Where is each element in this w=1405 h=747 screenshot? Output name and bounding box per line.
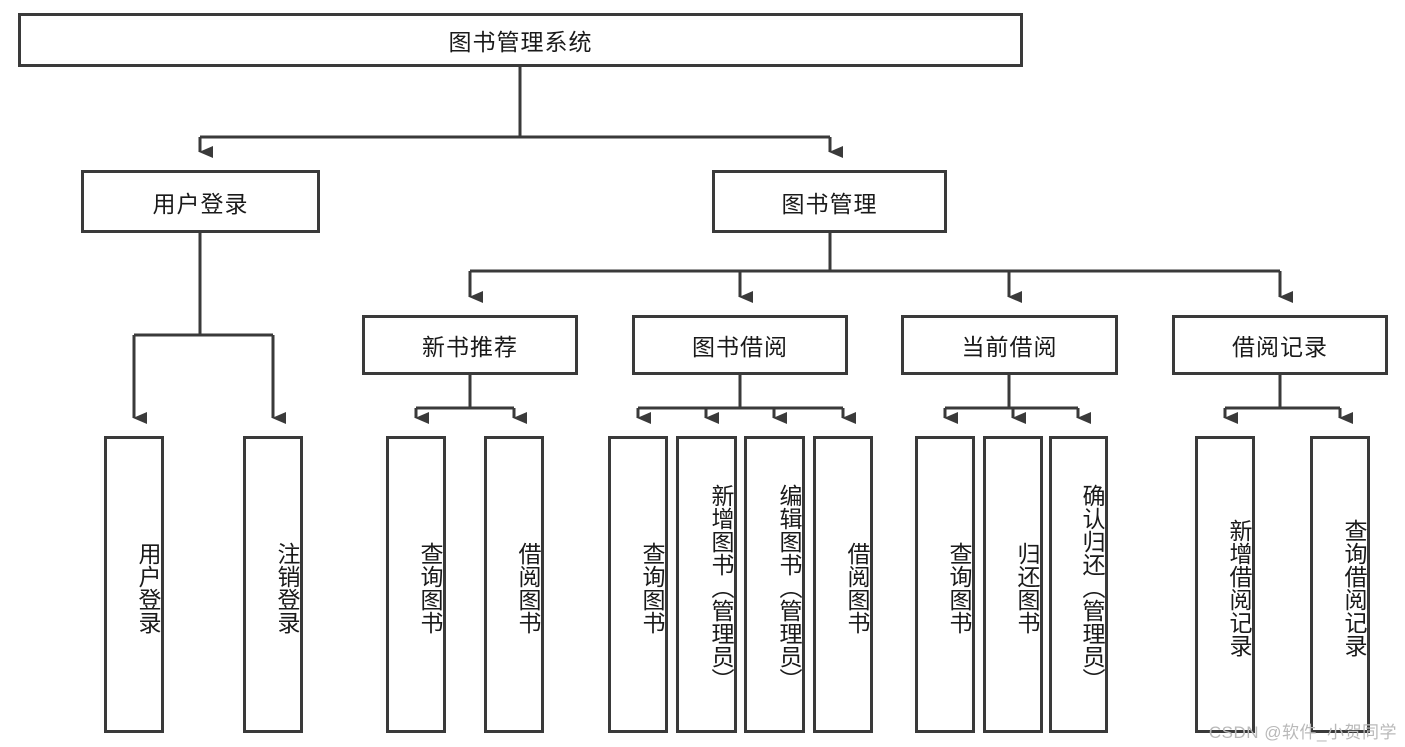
node-borrow-record[interactable]: 借阅记录 (1172, 315, 1388, 375)
node-leaf-borrow-borrow-book[interactable]: 借阅图书 (813, 436, 873, 733)
node-leaf-record-query[interactable]: 查询借阅记录 (1310, 436, 1370, 733)
node-label: 新增图书（管理员） (708, 484, 734, 691)
watermark: CSDN @软件_小贺同学 (1208, 723, 1397, 742)
node-new-book-rec[interactable]: 新书推荐 (362, 315, 578, 375)
node-leaf-borrow-query-book[interactable]: 查询图书 (608, 436, 668, 733)
node-label: 查询借阅记录 (1341, 518, 1367, 657)
node-label: 查询图书 (639, 541, 665, 634)
node-leaf-current-query-book[interactable]: 查询图书 (915, 436, 975, 733)
node-label: 查询图书 (946, 541, 972, 634)
node-label: 确认归还（管理员） (1079, 484, 1105, 691)
node-label: 用户登录 (152, 190, 249, 217)
node-label: 新书推荐 (422, 334, 518, 360)
node-label: 借阅记录 (1232, 334, 1328, 360)
node-leaf-borrow-edit-book[interactable]: 编辑图书（管理员） (744, 436, 805, 733)
node-label: 新增借阅记录 (1226, 518, 1252, 657)
node-user-login[interactable]: 用户登录 (81, 170, 320, 233)
node-leaf-user-logout[interactable]: 注销登录 (243, 436, 303, 733)
node-label: 图书管理系统 (448, 29, 593, 55)
node-label: 图书借阅 (692, 334, 788, 360)
node-leaf-rec-borrow-book[interactable]: 借阅图书 (484, 436, 544, 733)
node-current-borrow[interactable]: 当前借阅 (901, 315, 1118, 375)
node-leaf-rec-query-book[interactable]: 查询图书 (386, 436, 446, 733)
node-label: 当前借阅 (961, 334, 1058, 360)
node-leaf-current-return-book[interactable]: 归还图书 (983, 436, 1043, 733)
node-label: 查询图书 (417, 541, 443, 634)
node-root[interactable]: 图书管理系统 (18, 13, 1023, 67)
node-leaf-current-confirm-return[interactable]: 确认归还（管理员） (1049, 436, 1108, 733)
node-leaf-borrow-add-book[interactable]: 新增图书（管理员） (676, 436, 737, 733)
node-book-manage[interactable]: 图书管理 (712, 170, 947, 233)
node-book-borrow[interactable]: 图书借阅 (632, 315, 848, 375)
node-leaf-record-add[interactable]: 新增借阅记录 (1195, 436, 1255, 733)
node-label: 图书管理 (781, 190, 878, 217)
node-label: 编辑图书（管理员） (776, 484, 802, 691)
node-label: 注销登录 (274, 541, 300, 634)
node-label: 借阅图书 (844, 541, 870, 634)
node-label: 归还图书 (1014, 541, 1040, 634)
node-label: 用户登录 (135, 541, 161, 634)
node-leaf-user-login[interactable]: 用户登录 (104, 436, 164, 733)
node-label: 借阅图书 (515, 541, 541, 634)
